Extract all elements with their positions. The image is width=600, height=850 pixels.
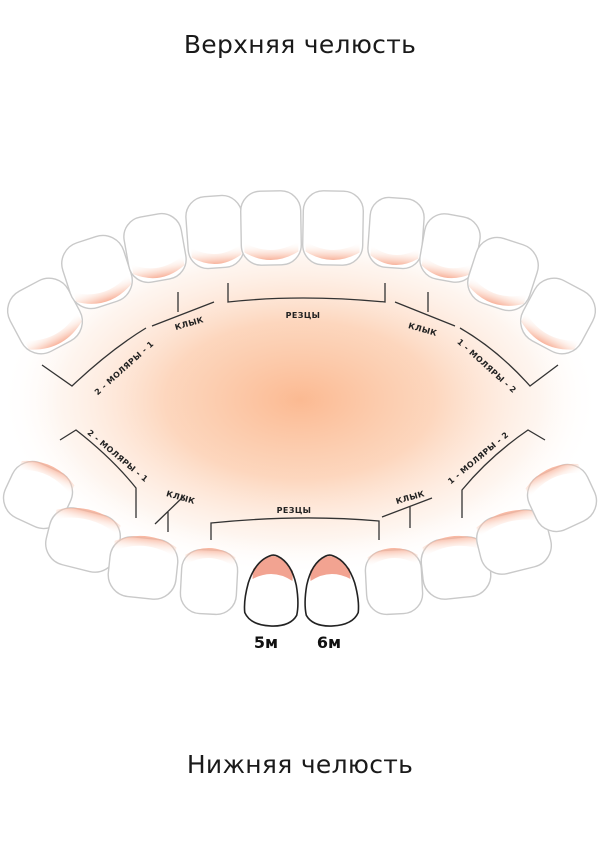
- lower-jaw-title: Нижняя челюсть: [186, 750, 414, 779]
- lower-tooth: [2, 460, 75, 530]
- tooth-6m: [304, 554, 360, 627]
- upper-canine-right-bracket: [394, 292, 456, 327]
- tooth-5m-label: 5м: [254, 633, 278, 652]
- upper-tooth: [240, 190, 302, 266]
- upper-incisors-label: РЕЗЦЫ: [286, 311, 321, 320]
- upper-tooth: [123, 212, 187, 284]
- lower-molars-right-bracket: [461, 429, 546, 518]
- upper-tooth: [367, 196, 425, 270]
- upper-molars-left-bracket: [41, 327, 147, 387]
- lower-tooth: [476, 509, 552, 575]
- lower-canine-left-bracket: [154, 494, 186, 532]
- gum-glow: [0, 225, 600, 575]
- upper-teeth: [6, 190, 597, 355]
- lower-tooth: [364, 548, 424, 616]
- lower-canine-right-bracket: [381, 497, 433, 528]
- lower-incisors-bracket: [210, 517, 380, 540]
- tooth-6m-label: 6м: [317, 633, 341, 652]
- upper-tooth: [185, 194, 245, 270]
- tooth-5m: [243, 554, 299, 627]
- lower-tooth: [525, 463, 598, 533]
- upper-tooth: [302, 190, 364, 266]
- lower-incisors-label: РЕЗЦЫ: [277, 506, 312, 515]
- upper-molars-right-bracket: [459, 327, 559, 387]
- lower-molars-left-bracket: [59, 429, 137, 518]
- lower-tooth: [107, 535, 179, 600]
- upper-incisors-bracket: [227, 283, 386, 303]
- upper-tooth: [519, 277, 597, 355]
- upper-jaw-title: Верхняя челюсть: [183, 30, 417, 59]
- lower-teeth: [2, 460, 598, 616]
- lower-tooth: [179, 548, 239, 616]
- upper-canine-left-bracket: [151, 292, 215, 327]
- upper-tooth: [467, 236, 539, 312]
- upper-tooth: [61, 234, 133, 310]
